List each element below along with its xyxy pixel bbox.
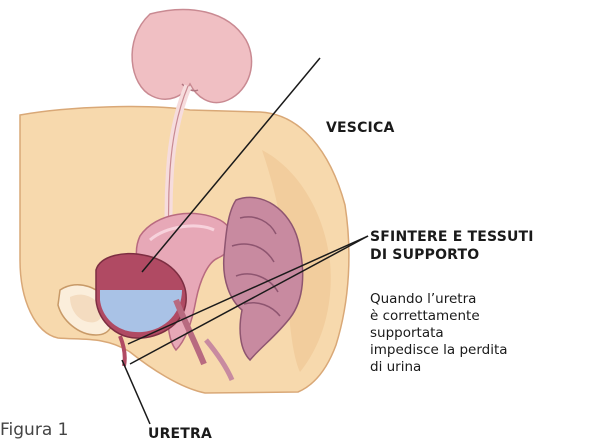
description-line1: Quando l’uretra [370, 291, 580, 308]
description-line2: è correttamente [370, 308, 580, 325]
description-text: Quando l’uretra è correttamente supporta… [370, 291, 580, 376]
label-vescica: VESCICA [326, 120, 394, 136]
label-sfintere-line2: DI SUPPORTO [370, 246, 534, 264]
label-uretra: URETRA [148, 426, 212, 442]
figure-label: Figura 1 [0, 420, 68, 440]
leader-line-uretra [122, 360, 150, 424]
label-sfintere-tessuti: SFINTERE E TESSUTI DI SUPPORTO [370, 228, 534, 264]
kidney [132, 10, 252, 103]
label-sfintere-line1: SFINTERE E TESSUTI [370, 228, 534, 246]
description-line4: impedisce la perdita [370, 342, 580, 359]
description-line5: di urina [370, 359, 580, 376]
description-line3: supportata [370, 325, 580, 342]
